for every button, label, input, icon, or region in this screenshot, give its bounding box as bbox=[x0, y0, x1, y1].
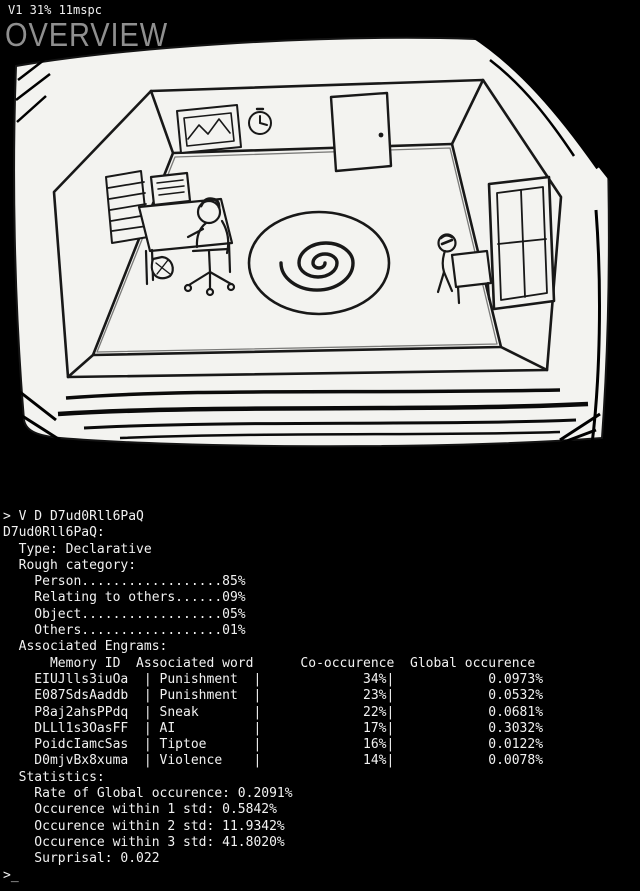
hud-status: V1 31% 11mspc bbox=[8, 3, 102, 17]
terminal-line: Relating to others......09% bbox=[3, 590, 246, 606]
terminal-prompt[interactable]: >_ bbox=[3, 867, 19, 883]
engram-table-row: PoidcIamcSas | Tiptoe | 16%| 0.0122% bbox=[3, 737, 544, 753]
terminal-line: Occurence within 3 std: 41.8020% bbox=[3, 834, 285, 850]
terminal-line: Type: Declarative bbox=[3, 541, 152, 557]
page-title: OVERVIEW bbox=[5, 16, 169, 53]
easel-desk-sketch bbox=[450, 249, 493, 289]
terminal-line: Statistics: bbox=[3, 769, 105, 785]
spiral-rug-sketch bbox=[247, 210, 391, 316]
terminal-line: Object..................05% bbox=[3, 606, 246, 622]
overview-sketch bbox=[0, 0, 640, 470]
engram-table-row: DLLl1s3OasFF | AI | 17%| 0.3032% bbox=[3, 720, 544, 736]
engram-table-row: E087SdsAaddb | Punishment | 23%| 0.0532% bbox=[3, 688, 544, 704]
person-head-sketch bbox=[196, 199, 222, 225]
terminal-line: Others..................01% bbox=[3, 623, 246, 639]
window-frame-sketch bbox=[487, 175, 556, 311]
door-sketch bbox=[329, 91, 393, 173]
terminal-line: D7ud0Rll6PaQ: bbox=[3, 525, 105, 541]
terminal-output[interactable]: > V D D7ud0Rll6PaQ D7ud0Rll6PaQ: Type: D… bbox=[3, 509, 637, 884]
edge-scribbles-sketch bbox=[0, 0, 640, 470]
terminal-line: Rough category: bbox=[3, 557, 137, 573]
terminal-line: Rate of Global occurence: 0.2091% bbox=[3, 786, 293, 802]
wall-clock-sketch bbox=[248, 107, 272, 135]
desk-person-sketch bbox=[137, 171, 236, 297]
terminal-line: Person..................85% bbox=[3, 574, 246, 590]
sketch-panel bbox=[0, 0, 640, 470]
monitor-sketch bbox=[149, 171, 192, 207]
engram-table-row: P8aj2ahsPPdq | Sneak | 22%| 0.0681% bbox=[3, 704, 544, 720]
wall-blinds-sketch bbox=[105, 170, 149, 244]
terminal-line: Occurence within 1 std: 0.5842% bbox=[3, 802, 277, 818]
terminal-command-line: > V D D7ud0Rll6PaQ bbox=[3, 509, 144, 524]
door-knob-sketch bbox=[378, 132, 384, 138]
terminal-line: Associated Engrams: bbox=[3, 639, 168, 655]
office-chair-sketch bbox=[220, 219, 230, 255]
window-figure-sketch bbox=[436, 175, 556, 311]
picture-frame-sketch bbox=[176, 104, 242, 154]
engram-table-row: EIUJlls3iuOa | Punishment | 34%| 0.0973% bbox=[3, 671, 544, 687]
engram-table-row: D0mjvBx8xuma | Violence | 14%| 0.0078% bbox=[3, 753, 544, 769]
engram-table-header: Memory ID Associated word Co-occurence G… bbox=[3, 655, 536, 671]
terminal-line: Occurence within 2 std: 11.9342% bbox=[3, 818, 285, 834]
terminal-line: Surprisal: 0.022 bbox=[3, 851, 160, 867]
